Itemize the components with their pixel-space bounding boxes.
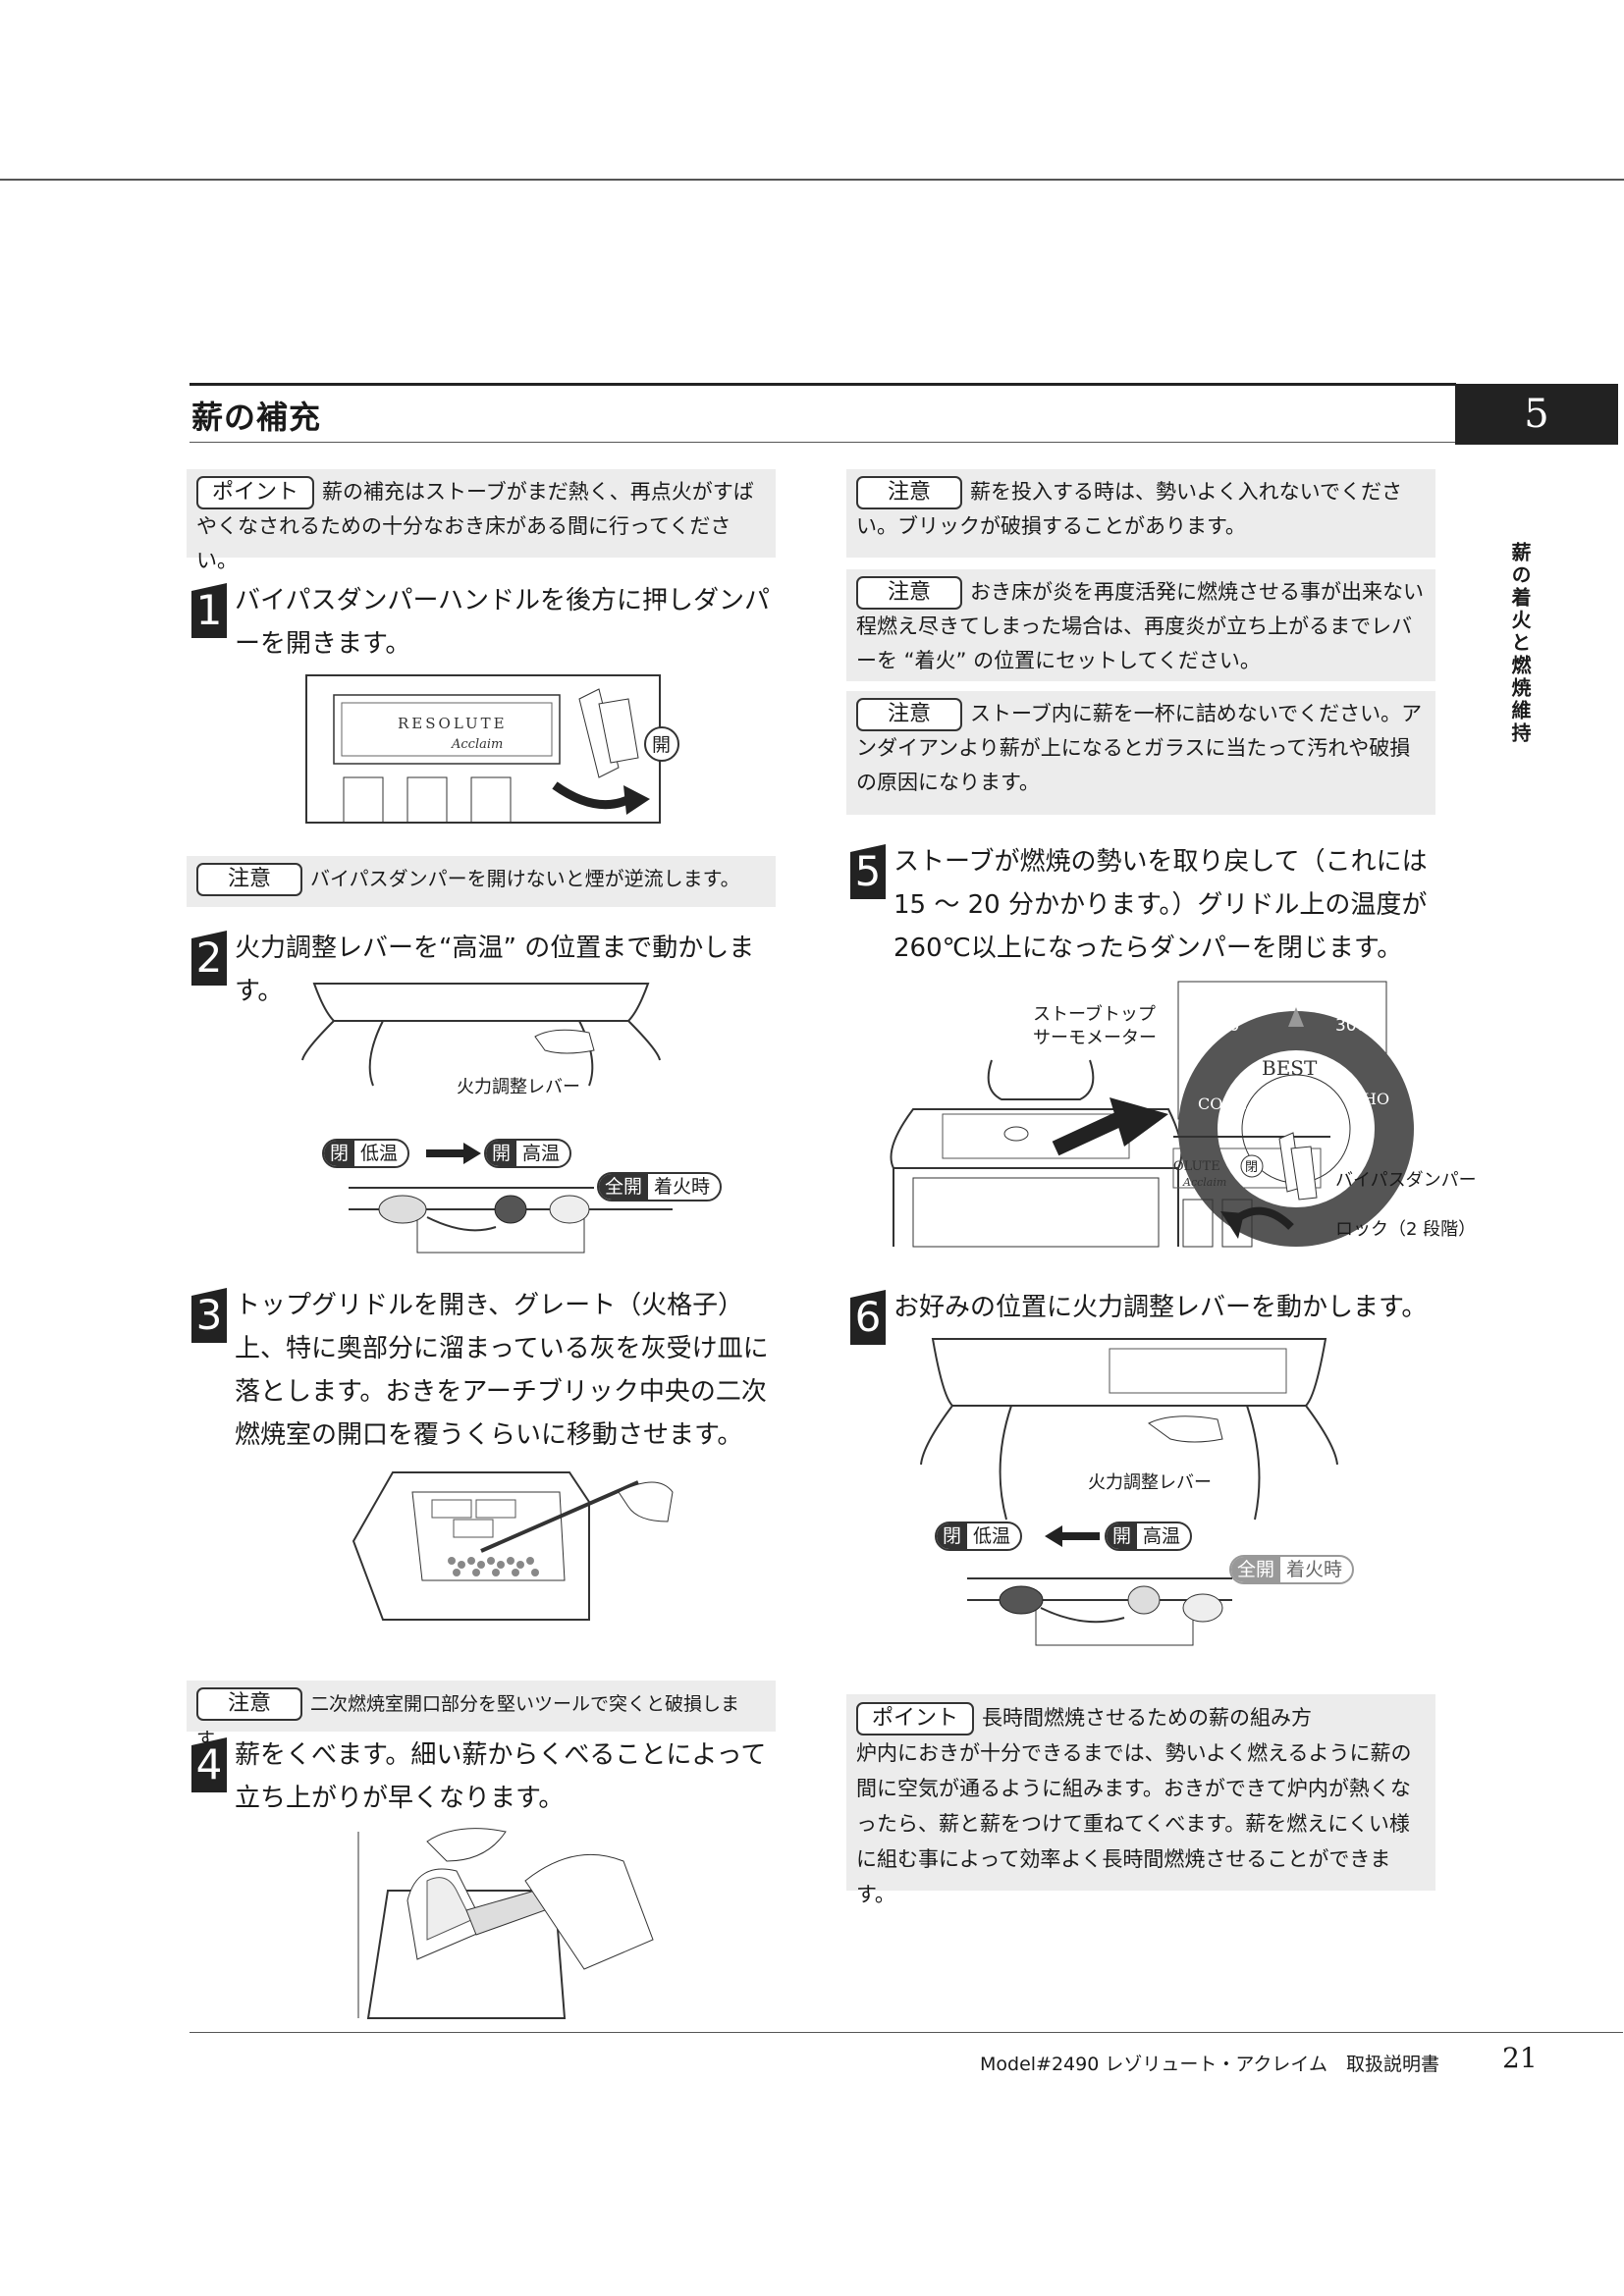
caution-text: 薪を投入する時は、勢いよく入れないでください。ブリックが破損することがあります。 [856, 480, 1402, 538]
closed-tag: 閉 [937, 1523, 968, 1549]
damper-open-illustration: RESOLUTE Acclaim 開 [304, 669, 687, 827]
point-text: 炉内におきが十分できるまでは、勢いよく燃えるように薪の間に空気が通るように組みま… [856, 1741, 1412, 1906]
header-rule-top [189, 383, 1456, 386]
brand-text: RESOLUTE [398, 715, 508, 732]
open-high-tag: 開高温 [484, 1139, 572, 1168]
full-tag: 全開 [1231, 1557, 1281, 1582]
loading-wood-illustration [329, 1822, 682, 2019]
step-1: 1 バイパスダンパーハンドルを後方に押しダンパーを開きます。 [191, 579, 781, 666]
dial-200: 200 [1208, 1016, 1239, 1036]
step-text: 火力調整レバーを“高温” の位置まで動かします。 [235, 934, 755, 1006]
arrow-right-icon [426, 1143, 481, 1164]
caution-text: おき床が炎を再度活発に燃焼させる事が出来ない程燃え尽きてしまった場合は、再度炎が… [856, 580, 1425, 672]
full-open-tag: 全開着火時 [597, 1172, 723, 1201]
closed-low-tag: 閉低温 [322, 1139, 410, 1168]
step-number: 4 [191, 1737, 227, 1792]
step-number: 5 [850, 844, 886, 899]
damper-lock-illustration: OLUTE Acclaim 閉 [1172, 1129, 1330, 1248]
step-text: お好みの位置に火力調整レバーを動かします。 [893, 1293, 1428, 1322]
step-text: バイパスダンパーハンドルを後方に押しダンパーを開きます。 [235, 586, 770, 659]
point-tag: ポイント [196, 476, 315, 509]
brand-sub-text: Acclaim [451, 737, 503, 752]
brand-text: OLUTE [1173, 1159, 1220, 1174]
step-text: ストーブが燃焼の勢いを取り戻して（これには15 ～ 20 分かかります。）グリド… [893, 847, 1428, 963]
lever-label: 火力調整レバー [457, 1077, 580, 1097]
caution-box-c: 注意ストーブ内に薪を一杯に詰めないでください。アンダイアンより薪が上になるとガラ… [846, 691, 1435, 815]
footer-rule [189, 2032, 1623, 2033]
caution-box-a: 注意薪を投入する時は、勢いよく入れないでください。ブリックが破損することがありま… [846, 469, 1435, 558]
thermometer-label-line1: ストーブトップ [1033, 1004, 1156, 1025]
open-text: 高温 [522, 1143, 561, 1164]
caution-tag: 注意 [196, 1687, 303, 1721]
thermometer-label-line2: サーモメーター [1033, 1028, 1157, 1048]
caution-text: バイパスダンパーを開けないと煙が逆流します。 [310, 867, 740, 890]
open-high-tag: 開高温 [1105, 1522, 1193, 1551]
thermometer-label: ストーブトップ サーモメーター [1033, 1003, 1157, 1050]
closed-low-tag: 閉低温 [935, 1522, 1023, 1551]
step-4: 4 薪をくべます。細い薪からくべることによって立ち上がりが早くなります。 [191, 1734, 790, 1820]
dial-best: BEST [1262, 1056, 1318, 1080]
closed-mark: 閉 [1245, 1160, 1258, 1175]
point-box-stacking: ポイント長時間燃焼させるための薪の組み方 炉内におきが十分できるまでは、勢いよく… [846, 1694, 1435, 1906]
caution-text: ストーブ内に薪を一杯に詰めないでください。アンダイアンより薪が上になるとガラスに… [856, 702, 1423, 794]
full-open-tag: 全開着火時 [1229, 1555, 1355, 1584]
dial-cool: COOL [1198, 1095, 1246, 1113]
firebox-ash-illustration [344, 1463, 677, 1629]
closed-text: 低温 [360, 1143, 399, 1164]
step-number: 6 [850, 1290, 886, 1345]
step-6: 6 お好みの位置に火力調整レバーを動かします。 [850, 1286, 1439, 1345]
chapter-side-label: 薪の着火と燃焼維持 [1508, 542, 1532, 745]
caution-box-2: 注意二次燃焼室開口部分を堅いツールで突くと破損します。 [187, 1681, 776, 1750]
stove-lever-illustration [295, 982, 668, 1090]
closed-text: 低温 [973, 1525, 1011, 1547]
step-number: 2 [191, 931, 227, 986]
lever-positions-illustration [349, 1168, 673, 1256]
step-number: 1 [191, 583, 227, 638]
point-text: 薪の補充はストーブがまだ熱く、再点火がすばやくなされるための十分なおき床がある間… [196, 480, 754, 572]
chapter-number: 5 [1455, 384, 1618, 445]
step-3: 3 トップグリドルを開き、グレート（火格子）上、特に奥部分に溜まっている灰を灰受… [191, 1284, 790, 1457]
caution-tag: 注意 [856, 698, 963, 731]
step-text: トップグリドルを開き、グレート（火格子）上、特に奥部分に溜まっている灰を灰受け皿… [235, 1291, 769, 1450]
dial-hot: HO [1363, 1090, 1389, 1108]
page-number: 21 [1502, 2042, 1538, 2074]
caution-box-1: 注意バイパスダンパーを開けないと煙が逆流します。 [187, 856, 776, 907]
caution-tag: 注意 [856, 576, 963, 610]
full-text: 着火時 [654, 1176, 711, 1198]
point-tag: ポイント [856, 1702, 975, 1735]
section-title: 薪の補充 [191, 399, 322, 436]
brand-sub-text: Acclaim [1182, 1176, 1226, 1189]
dial-300: 300 [1335, 1016, 1367, 1036]
arrow-left-icon [1045, 1525, 1100, 1547]
stove-top-illustration [874, 1021, 1188, 1248]
point-heading: 長時間燃焼させるための薪の組み方 [982, 1706, 1313, 1730]
closed-tag: 閉 [324, 1141, 355, 1166]
caution-box-b: 注意おき床が炎を再度活発に燃焼させる事が出来ない程燃え尽きてしまった場合は、再度… [846, 569, 1435, 681]
top-rule [0, 179, 1624, 181]
step-text: 薪をくべます。細い薪からくべることによって立ち上がりが早くなります。 [235, 1740, 767, 1813]
open-mark: 開 [652, 734, 671, 756]
point-box-intro: ポイント薪の補充はストーブがまだ熱く、再点火がすばやくなされるための十分なおき床… [187, 469, 776, 572]
full-text: 着火時 [1286, 1559, 1343, 1580]
lock-label: ロック（2 段階） [1335, 1219, 1477, 1240]
open-tag: 開 [1107, 1523, 1138, 1549]
lever-label: 火力調整レバー [1088, 1472, 1212, 1493]
caution-tag: 注意 [856, 476, 963, 509]
caution-tag: 注意 [196, 863, 303, 896]
step-2: 2 火力調整レバーを“高温” の位置まで動かします。 [191, 927, 790, 1013]
thermometer-dial-illustration: 200 300 BEST COOL HO [1177, 981, 1414, 1247]
bypass-damper-label: バイパスダンパー [1335, 1170, 1477, 1191]
footer-model: Model#2490 レゾリュート・アクレイム 取扱説明書 [980, 2054, 1440, 2075]
full-tag: 全開 [599, 1174, 649, 1200]
open-tag: 開 [486, 1141, 517, 1166]
open-text: 高温 [1143, 1525, 1181, 1547]
stove-lever-illustration-2 [913, 1337, 1345, 1523]
header-rule-bottom [189, 442, 1456, 443]
step-5: 5 ストーブが燃焼の勢いを取り戻して（これには15 ～ 20 分かかります。）グ… [850, 840, 1439, 970]
step-number: 3 [191, 1288, 227, 1343]
lever-positions-illustration-2 [967, 1561, 1232, 1649]
